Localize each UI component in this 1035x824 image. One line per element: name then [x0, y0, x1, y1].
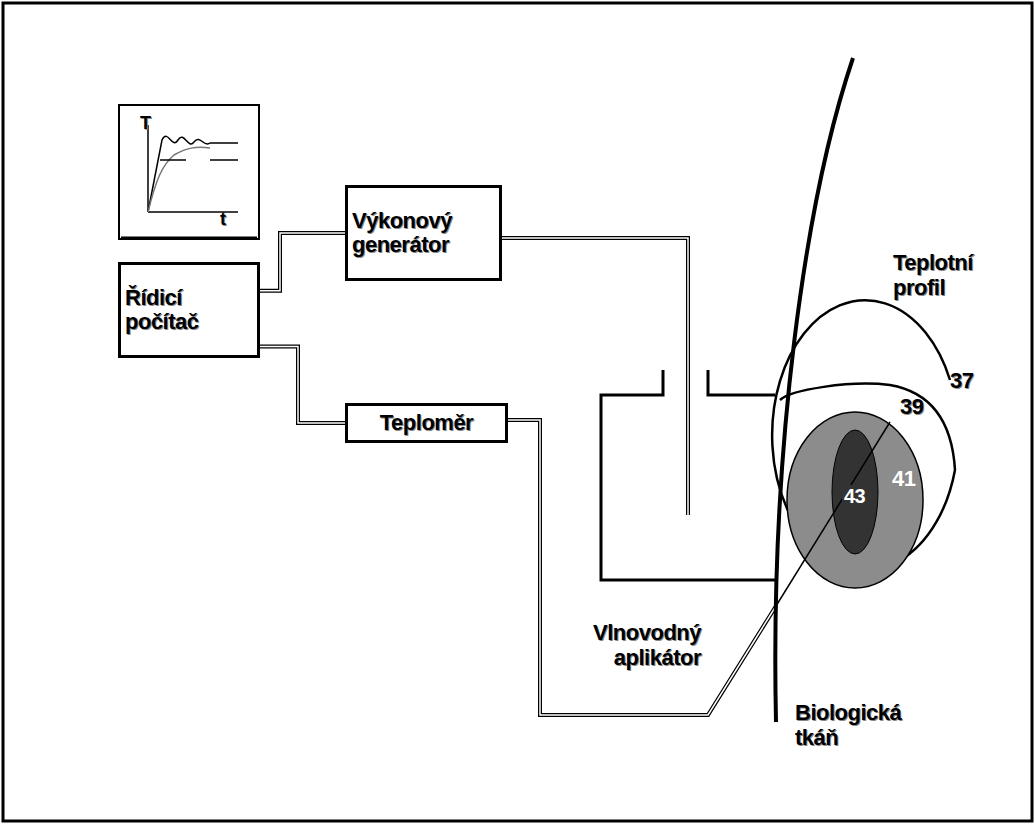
temperature-profile: [772, 300, 955, 588]
feed-line: [502, 238, 688, 515]
tissue-label: Biologická tkáň: [795, 700, 915, 751]
tissue-boundary: [775, 58, 853, 722]
chart-box: Tt: [118, 104, 260, 240]
process-box: Řídicí počítač: [118, 262, 260, 358]
process-box: Výkonový generátor: [345, 185, 502, 281]
box-label: Výkonový generátor: [352, 209, 495, 257]
temperature-value: 39: [900, 394, 923, 419]
axis-label: t: [220, 210, 226, 230]
thermometer-probe: [508, 420, 776, 715]
box-label: Teploměr: [380, 411, 473, 435]
profile-title: Teplotní profil: [893, 250, 988, 301]
temperature-value: 37: [950, 368, 973, 393]
axis-label: T: [140, 114, 151, 134]
connector: [260, 346, 345, 423]
waveguide-applicator: [601, 370, 778, 580]
temperature-value: 43: [842, 485, 867, 508]
applicator-label: Vlnovodný aplikátor: [556, 620, 701, 671]
process-box: Teploměr: [345, 403, 508, 443]
box-label: Řídicí počítač: [125, 286, 253, 334]
step-response-chart: [121, 125, 257, 238]
frame: [3, 3, 1032, 821]
connector: [260, 233, 345, 291]
probe-tip: [776, 422, 890, 606]
temperature-value: 41: [890, 466, 917, 491]
